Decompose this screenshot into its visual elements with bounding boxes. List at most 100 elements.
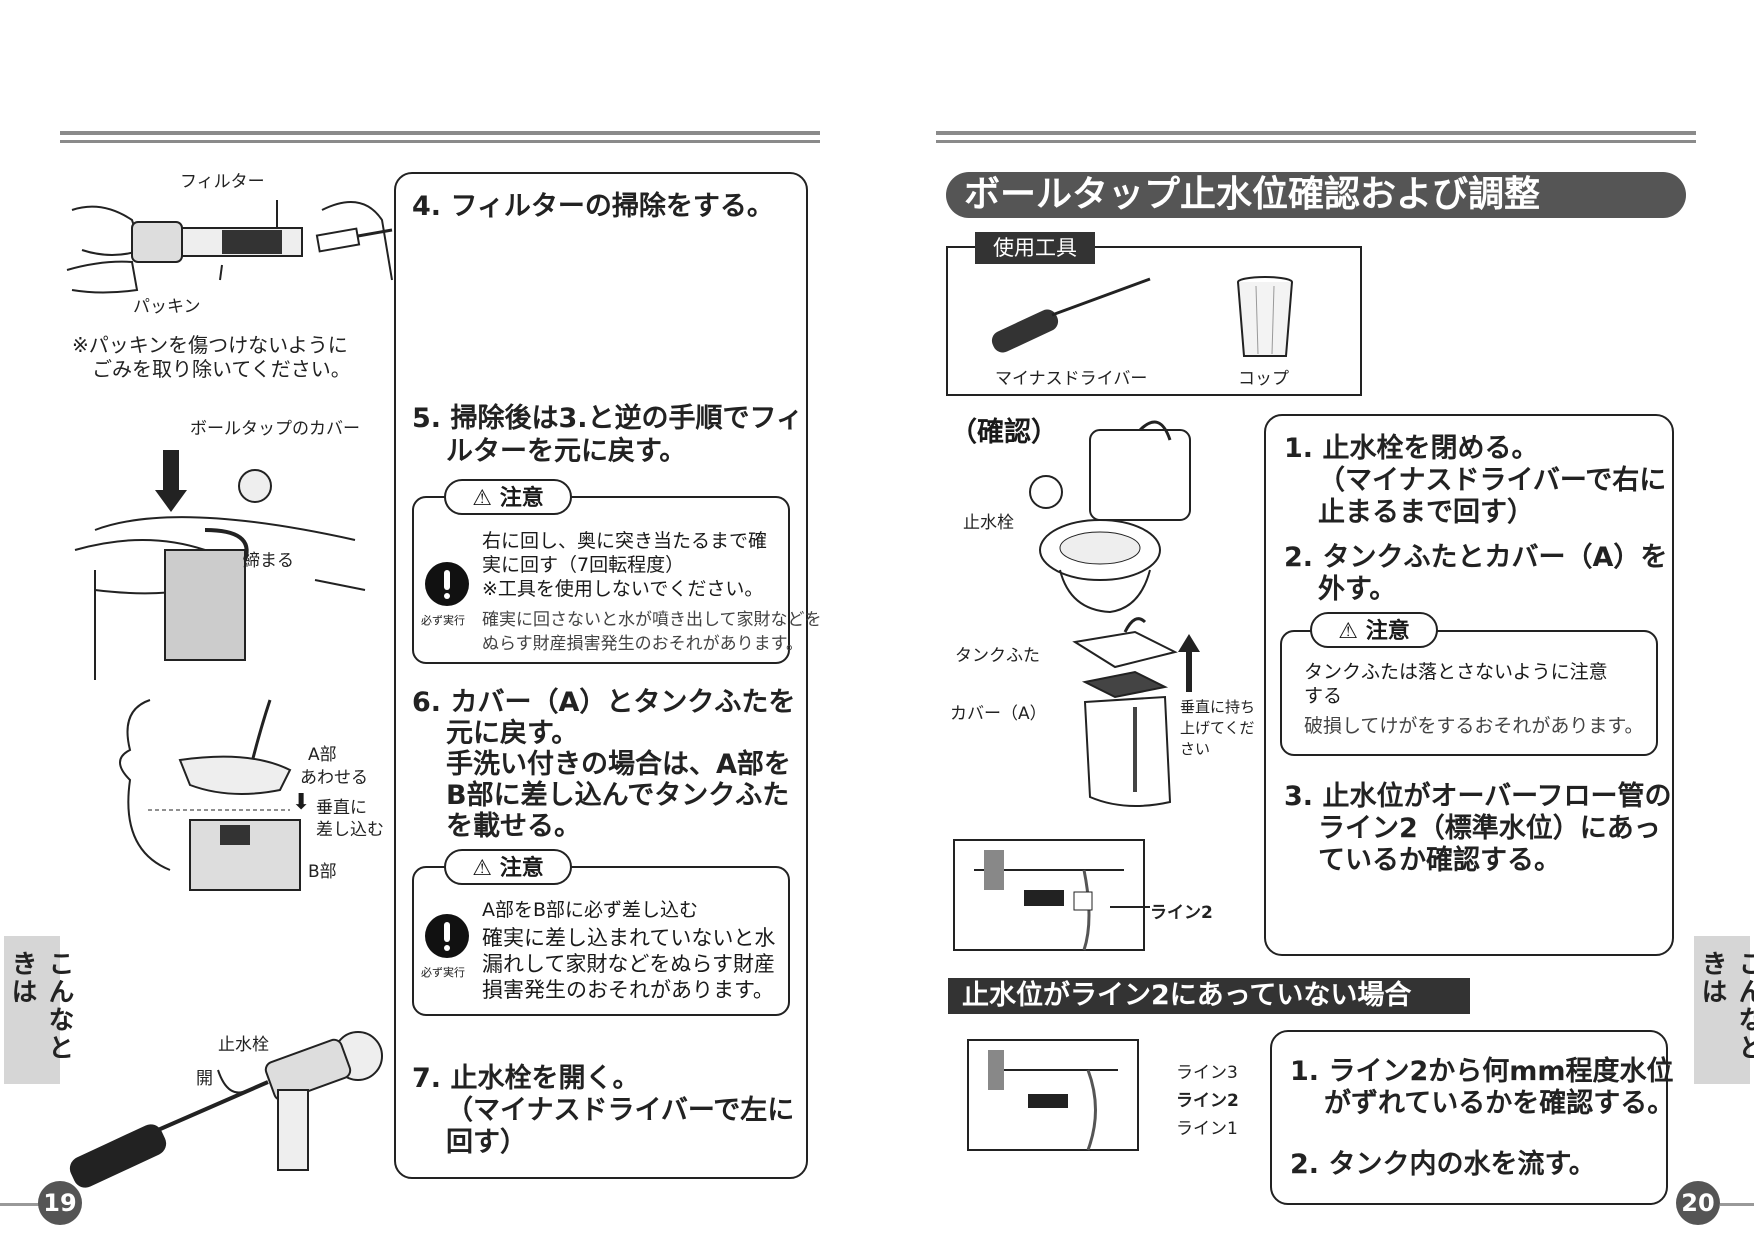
- label-cup: コップ: [1238, 369, 1289, 389]
- caution-note: 確実に回さないと水が噴き出して家財などを: [482, 610, 822, 630]
- tools-box: [946, 246, 1362, 396]
- tank-inner-illustration: [953, 839, 1145, 951]
- label-line1: ライン1: [1176, 1119, 1238, 1139]
- step-1: 止まるまで回す）: [1318, 497, 1534, 528]
- tools-heading: 使用工具: [975, 232, 1095, 264]
- step-5: 5. 掃除後は3.と逆の手順でフィ: [412, 403, 803, 434]
- balltap-cover-illustration: [74, 450, 366, 680]
- top-rule: [936, 140, 1696, 143]
- label-line3: ライン3: [1176, 1063, 1238, 1083]
- label-stopcock-r: 止水栓: [963, 513, 1014, 533]
- step-5: ルターを元に戻す。: [446, 436, 687, 467]
- caution-note: 破損してけがをするおそれがあります。: [1304, 715, 1644, 737]
- caution-text: A部をB部に必ず差し込む: [482, 899, 699, 921]
- caution-title: 注意: [499, 856, 544, 881]
- label-open: 開: [196, 1069, 213, 1089]
- warning-icon: ⚠: [1338, 619, 1359, 644]
- step-2: 2. タンクふたとカバー（A）を: [1284, 542, 1668, 573]
- label-align: あわせる: [300, 768, 368, 788]
- must-do-icon: [425, 914, 469, 958]
- side-tab-label: こんなときは: [1697, 950, 1754, 1062]
- caution-box: [412, 496, 790, 664]
- caution-text: ※工具を使用しないでください。: [482, 578, 764, 600]
- side-tab-label: こんなときは: [7, 950, 74, 1062]
- caution-tab: ⚠ 注意: [1310, 612, 1438, 648]
- filter-cleaning-illustration: [66, 200, 393, 294]
- label-filter: フィルター: [180, 172, 265, 192]
- caution-text: 実に回す（7回転程度）: [482, 554, 685, 576]
- label-vertical: 垂直に: [316, 798, 367, 818]
- label-a-part: A部: [308, 745, 337, 765]
- section-heading: 止水位がライン2にあっていない場合: [948, 978, 1470, 1014]
- label-lift: 垂直に持ち: [1180, 698, 1256, 716]
- label-tank-lid: タンクふた: [955, 646, 1040, 666]
- step-6: 手洗い付きの場合は、A部を: [446, 749, 791, 780]
- a-b-part-illustration: [119, 699, 301, 891]
- must-do-label: 必ず実行: [421, 966, 465, 979]
- caution-box: [1280, 630, 1658, 756]
- adjust-step-2: 2. タンク内の水を流す。: [1290, 1149, 1596, 1180]
- caution-text: 右に回し、奥に突き当たるまで確: [482, 530, 768, 552]
- left-instructions-panel: [394, 172, 808, 1179]
- caution-text: する: [1304, 685, 1343, 707]
- tank-lines-illustration: [967, 1039, 1139, 1151]
- page-rule: [0, 1203, 40, 1206]
- step-3: ライン2（標準水位）にあっ: [1318, 813, 1661, 844]
- stopcock-screwdriver-illustration: [69, 1031, 383, 1188]
- step-2: 外す。: [1318, 574, 1397, 605]
- step-4: 4. フィルターの掃除をする。: [412, 191, 774, 222]
- label-tighten: 締まる: [243, 551, 294, 571]
- label-screwdriver: マイナスドライバー: [995, 369, 1148, 389]
- up-arrow-icon: [1186, 642, 1192, 692]
- label-packing: パッキン: [133, 297, 201, 317]
- label-b-part: B部: [308, 862, 337, 882]
- label-cover-a: カバー（A）: [950, 704, 1047, 724]
- label-line2: ライン2: [1150, 903, 1213, 923]
- caution-title: 注意: [499, 486, 544, 511]
- step-6: 6. カバー（A）とタンクふたを: [412, 687, 796, 718]
- caution-text: 損害発生のおそれがあります。: [482, 978, 774, 1002]
- page-number: 20: [1676, 1181, 1720, 1225]
- label-balltap-cover: ボールタップのカバー: [190, 419, 360, 439]
- cup-icon: [1237, 276, 1293, 357]
- caution-box: [412, 866, 790, 1016]
- packing-note: ※パッキンを傷つけないように: [72, 333, 348, 357]
- page-title: ボールタップ止水位確認および調整: [946, 172, 1686, 218]
- label-line2-b: ライン2: [1176, 1091, 1239, 1111]
- step-1: （マイナスドライバーで右に: [1318, 465, 1667, 496]
- label-lift: 上げてくだ: [1180, 719, 1255, 737]
- step-6: 元に戻す。: [446, 718, 579, 749]
- side-tab: こんなときは: [4, 936, 74, 1084]
- tank-parts-illustration: [1072, 617, 1178, 807]
- step-6: を載せる。: [446, 811, 581, 842]
- top-rule: [60, 140, 820, 143]
- adjust-step-1: 1. ライン2から何mm程度水位: [1290, 1056, 1674, 1087]
- step-7: 7. 止水栓を開く。: [412, 1063, 640, 1094]
- adjust-step-1: がずれているかを確認する。: [1324, 1088, 1675, 1119]
- side-tab: こんなときは: [1694, 936, 1754, 1084]
- caution-text: 確実に差し込まれていないと水: [482, 926, 776, 950]
- step-7: （マイナスドライバーで左に: [446, 1095, 795, 1126]
- adjust-panel: [1270, 1030, 1668, 1205]
- warning-icon: ⚠: [472, 486, 493, 511]
- caution-text: タンクふたは落とさないように注意: [1304, 661, 1608, 683]
- caution-tab: ⚠ 注意: [444, 849, 572, 885]
- page-number: 19: [38, 1181, 82, 1225]
- label-stopcock: 止水栓: [218, 1035, 269, 1055]
- top-rule: [60, 131, 820, 135]
- down-arrow-icon: ⬇: [292, 790, 311, 815]
- up-arrow-icon: [1178, 634, 1200, 652]
- caution-tab: ⚠ 注意: [444, 479, 572, 515]
- label-insert: 差し込む: [316, 820, 384, 840]
- must-do-label: 必ず実行: [421, 614, 465, 627]
- caution-text: 漏れして家財などをぬらす財産: [482, 952, 775, 976]
- label-lift: さい: [1180, 740, 1211, 758]
- packing-note: ごみを取り除いてください。: [92, 357, 351, 381]
- top-rule: [936, 131, 1696, 135]
- step-3: 3. 止水位がオーバーフロー管の: [1284, 781, 1672, 812]
- caution-title: 注意: [1365, 619, 1410, 644]
- warning-icon: ⚠: [472, 856, 493, 881]
- check-heading: （確認）: [950, 417, 1058, 448]
- screwdriver-icon: [991, 277, 1151, 353]
- page-rule: [1720, 1203, 1754, 1206]
